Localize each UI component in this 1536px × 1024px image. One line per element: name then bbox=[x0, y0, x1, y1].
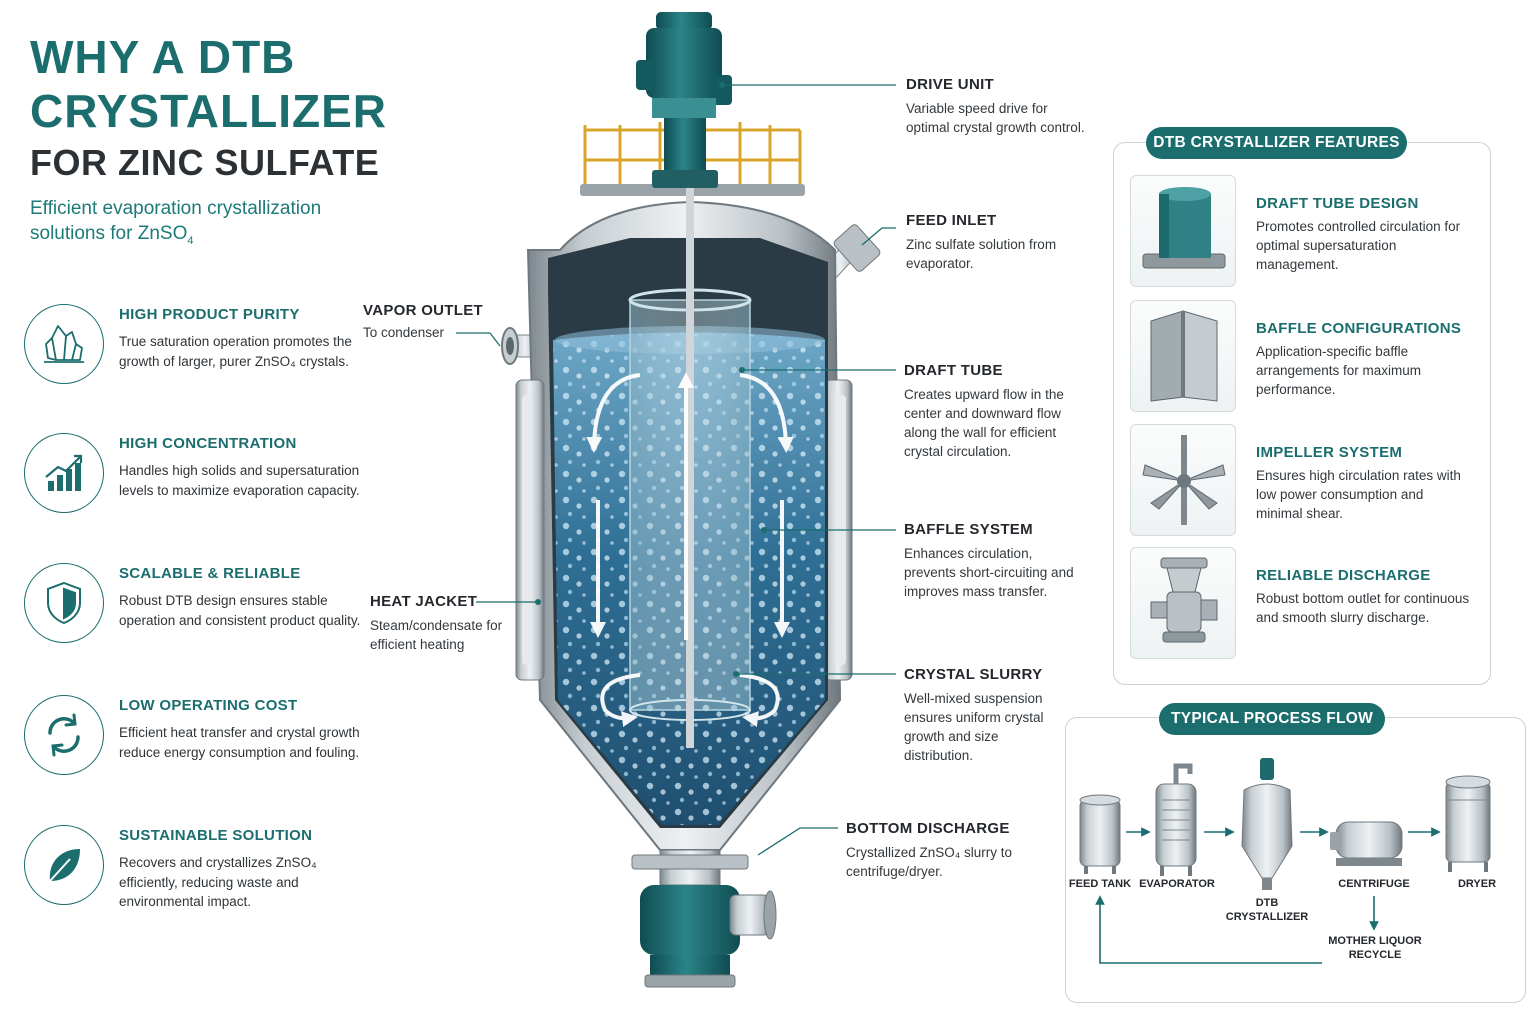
subtitle: Efficient evaporation crystallization so… bbox=[30, 196, 390, 254]
label-dtb-crystallizer: DTB CRYSTALLIZER bbox=[1222, 896, 1312, 924]
process-arrows bbox=[1095, 827, 1441, 964]
evaporator-icon bbox=[1155, 763, 1197, 876]
callout-heat-jacket: HEAT JACKET Steam/condensate for efficie… bbox=[370, 593, 510, 654]
centrifuge-icon bbox=[1330, 821, 1403, 866]
benefit-text: Efficient heat transfer and crystal grow… bbox=[119, 725, 360, 760]
benefit-cost: LOW OPERATING COST Efficient heat transf… bbox=[24, 695, 384, 805]
benefit-concentration: HIGH CONCENTRATION Handles high solids a… bbox=[24, 433, 384, 543]
label-feed-tank: FEED TANK bbox=[1068, 878, 1132, 890]
shield-icon bbox=[24, 563, 104, 643]
baffle-icon bbox=[1130, 300, 1236, 412]
benefit-sustainable: SUSTAINABLE SOLUTION Recovers and crysta… bbox=[24, 825, 384, 935]
benefit-text: True saturation operation promotes the g… bbox=[119, 334, 352, 369]
growth-chart-icon bbox=[24, 433, 104, 513]
impeller-icon bbox=[1130, 424, 1236, 536]
benefit-scalable: SCALABLE & RELIABLE Robust DTB design en… bbox=[24, 563, 384, 673]
callout-title: DRIVE UNIT bbox=[906, 76, 995, 93]
label-dryer: DRYER bbox=[1457, 878, 1497, 890]
subtitle-subscript: 4 bbox=[187, 234, 194, 247]
bottom-discharge bbox=[631, 849, 777, 988]
title-line-1: WHY A DTB bbox=[30, 31, 296, 83]
label-evaporator: EVAPORATOR bbox=[1139, 878, 1215, 890]
callout-text: Crystallized ZnSO₄ slurry to centrifuge/… bbox=[846, 845, 1013, 879]
label-mother-liquor: MOTHER LIQUOR bbox=[1328, 935, 1422, 947]
feature-text: Ensures high circulation rates with low … bbox=[1256, 468, 1461, 521]
subtitle-line-1: Efficient evaporation crystallization bbox=[30, 198, 322, 219]
agitator-shaft bbox=[686, 188, 694, 748]
callout-text: Steam/condensate for efficient heating bbox=[370, 618, 503, 652]
callout-text: Zinc sulfate solution from evaporator. bbox=[906, 237, 1057, 271]
callout-title: HEAT JACKET bbox=[370, 593, 478, 610]
title-line-2: CRYSTALLIZER bbox=[30, 85, 387, 137]
benefit-text: Handles high solids and supersaturation … bbox=[119, 463, 360, 498]
callout-title: CRYSTAL SLURRY bbox=[904, 666, 1043, 683]
benefit-purity: HIGH PRODUCT PURITY True saturation oper… bbox=[24, 304, 384, 414]
subtitle-line-2: solutions for ZnSO4 bbox=[30, 221, 390, 254]
callout-title: VAPOR OUTLET bbox=[363, 302, 483, 319]
leader-lines bbox=[456, 84, 896, 856]
dryer-icon bbox=[1445, 775, 1491, 872]
callout-title: BAFFLE SYSTEM bbox=[904, 521, 1033, 538]
callout-title: DRAFT TUBE bbox=[904, 362, 1003, 379]
callout-text: To condenser bbox=[363, 325, 445, 340]
leader-dots bbox=[535, 82, 767, 677]
label-centrifuge: CENTRIFUGE bbox=[1338, 878, 1410, 890]
dtb-crystallizer-icon bbox=[1241, 758, 1293, 890]
crystal-icon bbox=[24, 304, 104, 384]
benefit-title: LOW OPERATING COST bbox=[119, 697, 298, 714]
callout-text: Enhances circulation, prevents short-cir… bbox=[904, 546, 1074, 599]
title-block: WHY A DTB CRYSTALLIZER FOR ZINC SULFATE bbox=[30, 30, 450, 186]
callout-crystal-slurry: CRYSTAL SLURRY Well-mixed suspension ens… bbox=[904, 666, 1064, 765]
benefit-title: HIGH PRODUCT PURITY bbox=[119, 306, 300, 323]
title-line-3: FOR ZINC SULFATE bbox=[30, 142, 380, 183]
callout-text: Variable speed drive for optimal crystal… bbox=[906, 101, 1085, 135]
subtitle-formula: solutions for ZnSO bbox=[30, 223, 188, 244]
benefit-title: SCALABLE & RELIABLE bbox=[119, 565, 301, 582]
feature-text: Promotes controlled circulation for opti… bbox=[1256, 219, 1461, 272]
discharge-valve-icon bbox=[1130, 547, 1236, 659]
label-dtb: DTB bbox=[1255, 897, 1279, 909]
benefit-text: Robust DTB design ensures stable operati… bbox=[119, 593, 361, 628]
label-mother-liquor-recycle: MOTHER LIQUOR RECYCLE bbox=[1318, 934, 1432, 962]
feature-draft-tube: DRAFT TUBE DESIGN Promotes controlled ci… bbox=[1130, 175, 1480, 287]
callout-baffle-system: BAFFLE SYSTEM Enhances circulation, prev… bbox=[904, 521, 1074, 601]
drive-unit bbox=[636, 12, 732, 188]
draft-tube-icon bbox=[1130, 175, 1236, 287]
callout-feed-inlet: FEED INLET Zinc sulfate solution from ev… bbox=[906, 212, 1076, 273]
recycle-arrows-icon bbox=[24, 695, 104, 775]
callout-text: Well-mixed suspension ensures uniform cr… bbox=[904, 691, 1044, 763]
feature-impeller: IMPELLER SYSTEM Ensures high circulation… bbox=[1130, 424, 1480, 536]
callout-title: BOTTOM DISCHARGE bbox=[846, 820, 1010, 837]
benefit-title: SUSTAINABLE SOLUTION bbox=[119, 827, 313, 844]
callout-drive-unit: DRIVE UNIT Variable speed drive for opti… bbox=[906, 76, 1086, 137]
feature-title: DRAFT TUBE DESIGN bbox=[1256, 195, 1419, 212]
feature-discharge: RELIABLE DISCHARGE Robust bottom outlet … bbox=[1130, 547, 1480, 659]
process-heading: TYPICAL PROCESS FLOW bbox=[1159, 703, 1385, 735]
features-heading: DTB CRYSTALLIZER FEATURES bbox=[1146, 127, 1407, 159]
callout-bottom-discharge: BOTTOM DISCHARGE Crystallized ZnSO₄ slur… bbox=[846, 820, 1016, 881]
label-crystallizer: CRYSTALLIZER bbox=[1225, 911, 1309, 923]
feature-text: Robust bottom outlet for continuous and … bbox=[1256, 591, 1470, 625]
leaf-icon bbox=[24, 825, 104, 905]
feature-title: BAFFLE CONFIGURATIONS bbox=[1256, 320, 1462, 337]
feature-title: RELIABLE DISCHARGE bbox=[1256, 567, 1431, 584]
callout-title: FEED INLET bbox=[906, 212, 997, 229]
circulation-arrows bbox=[586, 372, 794, 727]
callout-text: Creates upward flow in the center and do… bbox=[904, 387, 1064, 459]
callout-vapor-outlet: VAPOR OUTLET To condenser bbox=[363, 302, 503, 342]
feed-tank-icon bbox=[1079, 794, 1121, 874]
feature-title: IMPELLER SYSTEM bbox=[1256, 444, 1403, 461]
feature-baffles: BAFFLE CONFIGURATIONS Application-specif… bbox=[1130, 300, 1480, 412]
benefit-title: HIGH CONCENTRATION bbox=[119, 435, 297, 452]
label-recycle: RECYCLE bbox=[1348, 949, 1402, 961]
callout-draft-tube: DRAFT TUBE Creates upward flow in the ce… bbox=[904, 362, 1079, 461]
benefit-text: Recovers and crystallizes ZnSO₄ efficien… bbox=[119, 855, 317, 909]
feature-text: Application-specific baffle arrangements… bbox=[1256, 344, 1422, 397]
